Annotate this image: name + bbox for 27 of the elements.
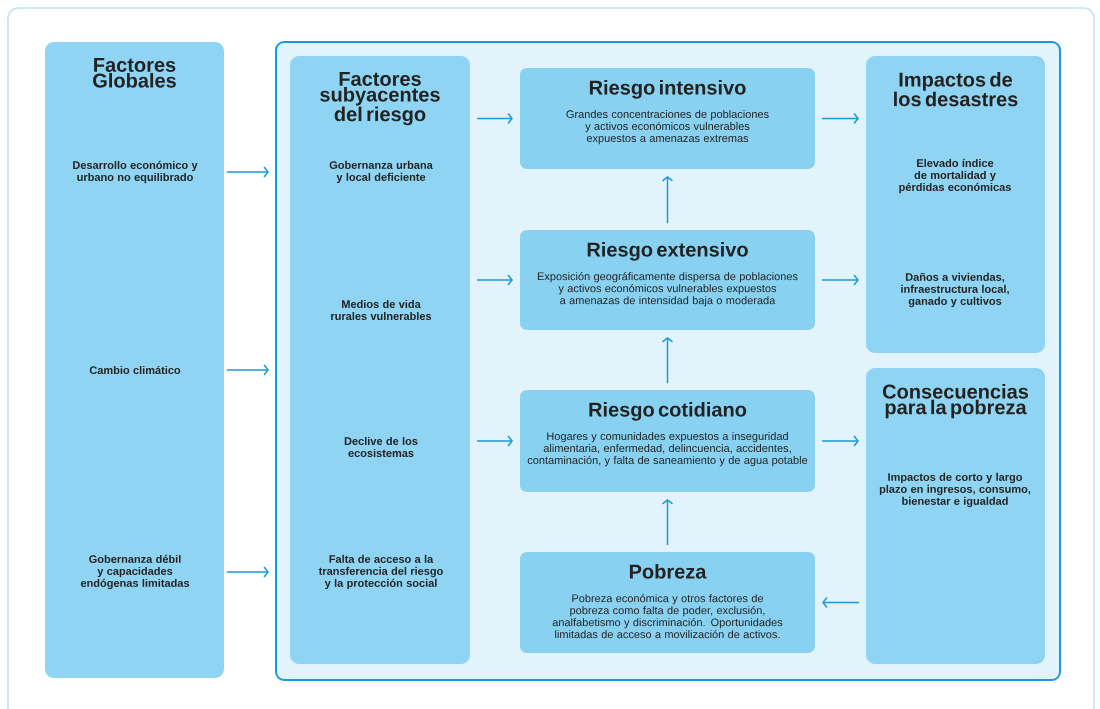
risk-box: Riesgo extensivo Exposición geográficamente dispersa de poblaciones y activos económicos vulnerables expuestos a amenazas de intensidad baja o moderada [520,230,815,330]
factor-label: Elevado índice de mortalidad y pérdidas económicas [899,158,1011,194]
factor-label: Daños a viviendas, infraestructura local, ganado y cultivos [901,272,1009,308]
arrow [226,364,269,376]
arrow [476,435,513,447]
risk-box: Pobreza Pobreza económica y otros factores de pobreza como falta de poder, exclusión, analfabetismo y discriminación. Oportunidades limitadas de acceso a movilización de activos. [520,552,815,653]
factor-label: Falta de acceso a la transferencia del riesgo y la protección social [318,554,443,590]
risk-box: Riesgo cotidiano Hogares y comunidades expuestos a inseguridad alimentaria, enfermedad, delincuencia, accidentes, contaminación, y falta de saneamiento y de agua potable [520,390,815,492]
arrow [226,566,269,578]
risk-box: Riesgo intensivo Grandes concentraciones de poblaciones y activos económicos vulnerables expuestos a amenazas extremas [520,68,815,169]
arrow [821,112,859,125]
arrow [661,176,674,224]
arrow [661,337,674,384]
factor-label: Gobernanza débil y capacidades endógenas limitadas [80,554,190,590]
factor-label: Impactos de corto y largo plazo en ingresos, consumo, bienestar e igualdad [879,472,1031,508]
arrow [661,499,674,546]
arrow [821,274,859,286]
arrow [476,112,513,125]
factor-label: Medios de vida rurales vulnerables [331,299,432,321]
factor-label: Gobernanza urbana y local deficiente [329,160,433,184]
arrow [821,435,859,447]
factor-label: Declive de los ecosistemas [344,436,418,458]
arrow [476,274,513,286]
arrow [822,596,860,609]
factor-label: Cambio climático [89,365,181,375]
factor-label: Desarrollo económico y urbano no equilibrado [73,160,198,184]
arrow [226,166,269,178]
